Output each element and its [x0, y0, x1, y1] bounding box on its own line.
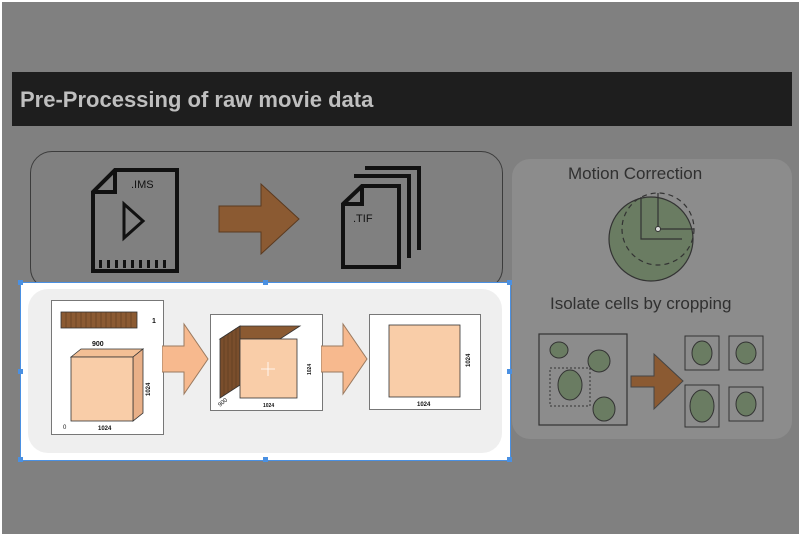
stack-arrow-1 [162, 322, 209, 396]
corrected-bottom-label: 1024 [417, 402, 431, 408]
motion-correction-label: Motion Correction [568, 164, 703, 183]
resize-handle-bottom[interactable] [263, 457, 268, 462]
conversion-panel[interactable]: .IMS .TIF [30, 151, 503, 290]
resize-handle-bottom-left[interactable] [18, 457, 23, 462]
tif-stack-icon [341, 166, 421, 269]
frame-stacked-cube: 900 1024 1024 [210, 314, 323, 411]
stack-arrow-2 [321, 322, 368, 396]
motion-correction-icon [608, 192, 695, 282]
selected-image[interactable]: 1 900 0 1024 1024 [18, 280, 512, 462]
resize-handle-top[interactable] [263, 280, 268, 285]
slide-title[interactable]: Pre-Processing of raw movie data [20, 87, 374, 112]
resize-handle-top-left[interactable] [18, 280, 23, 285]
title-bar: Pre-Processing of raw movie data [12, 72, 792, 126]
corrected-frame [388, 324, 461, 398]
ims-file-icon [91, 168, 179, 273]
stack-diagram: 1 900 0 1024 1024 [28, 289, 502, 453]
corrected-side-label: 1024 [466, 353, 472, 367]
stacked-cube [218, 325, 302, 399]
side-label: 1024 [146, 382, 152, 396]
bottom-label: 1024 [98, 426, 112, 432]
convert-arrow [218, 182, 300, 256]
resize-handle-right[interactable] [507, 369, 512, 374]
frames-label: 900 [92, 341, 104, 348]
resize-handle-top-right[interactable] [507, 280, 512, 285]
frame-strip [60, 311, 138, 329]
crop-label: Isolate cells by cropping [550, 294, 732, 313]
processing-panel[interactable]: Motion Correction [512, 159, 792, 439]
raw-cube [69, 348, 145, 422]
stack-depth-label: 900 [217, 397, 229, 408]
stack-side-label: 1024 [307, 364, 313, 375]
resize-handle-left[interactable] [18, 369, 23, 374]
resize-handle-bottom-right[interactable] [507, 457, 512, 462]
tif-label: .TIF [353, 213, 373, 225]
depth-label: 0 [63, 425, 67, 431]
ims-label: .IMS [131, 179, 154, 191]
frame-count-label: 1 [152, 318, 156, 325]
crop-cells-icon [538, 333, 764, 428]
frame-corrected: 1024 1024 [369, 314, 481, 410]
stack-bottom-label: 1024 [263, 403, 274, 409]
frame-raw-stack: 1 900 0 1024 1024 [51, 300, 164, 435]
